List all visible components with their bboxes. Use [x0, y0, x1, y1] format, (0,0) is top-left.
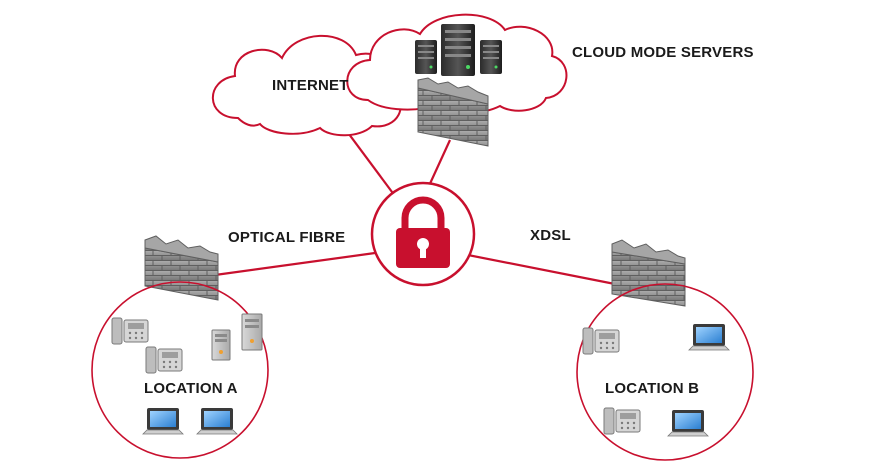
link-cloud-servers	[427, 139, 451, 189]
internet-label: INTERNET	[272, 77, 349, 94]
desk-phone-icon	[145, 346, 183, 374]
location-a-firewall-icon	[144, 235, 219, 301]
location-a-label: LOCATION A	[144, 380, 238, 397]
desk-phone-icon	[603, 407, 641, 435]
laptop-icon	[196, 408, 238, 435]
link-optical-fibre	[214, 251, 376, 277]
location-a-boundary	[91, 281, 269, 459]
location-b-label: LOCATION B	[605, 380, 700, 397]
link-xdsl	[467, 253, 626, 288]
tower-server-icon	[241, 313, 263, 351]
tower-server-icon	[211, 329, 231, 361]
desk-phone-icon	[111, 317, 149, 345]
xdsl-label: XDSL	[530, 227, 571, 244]
padlock-icon	[370, 181, 476, 287]
laptop-icon	[142, 408, 184, 435]
server-rack-icon	[415, 24, 502, 76]
location-b-boundary	[576, 283, 754, 461]
cloud-firewall-icon	[417, 77, 489, 147]
location-b-firewall-icon	[611, 239, 686, 307]
laptop-icon	[667, 410, 709, 437]
cloud-servers-label: CLOUD MODE SERVERS	[572, 44, 754, 61]
desk-phone-icon	[582, 327, 620, 355]
optical-fibre-label: OPTICAL FIBRE	[228, 229, 346, 246]
laptop-icon	[688, 324, 730, 351]
